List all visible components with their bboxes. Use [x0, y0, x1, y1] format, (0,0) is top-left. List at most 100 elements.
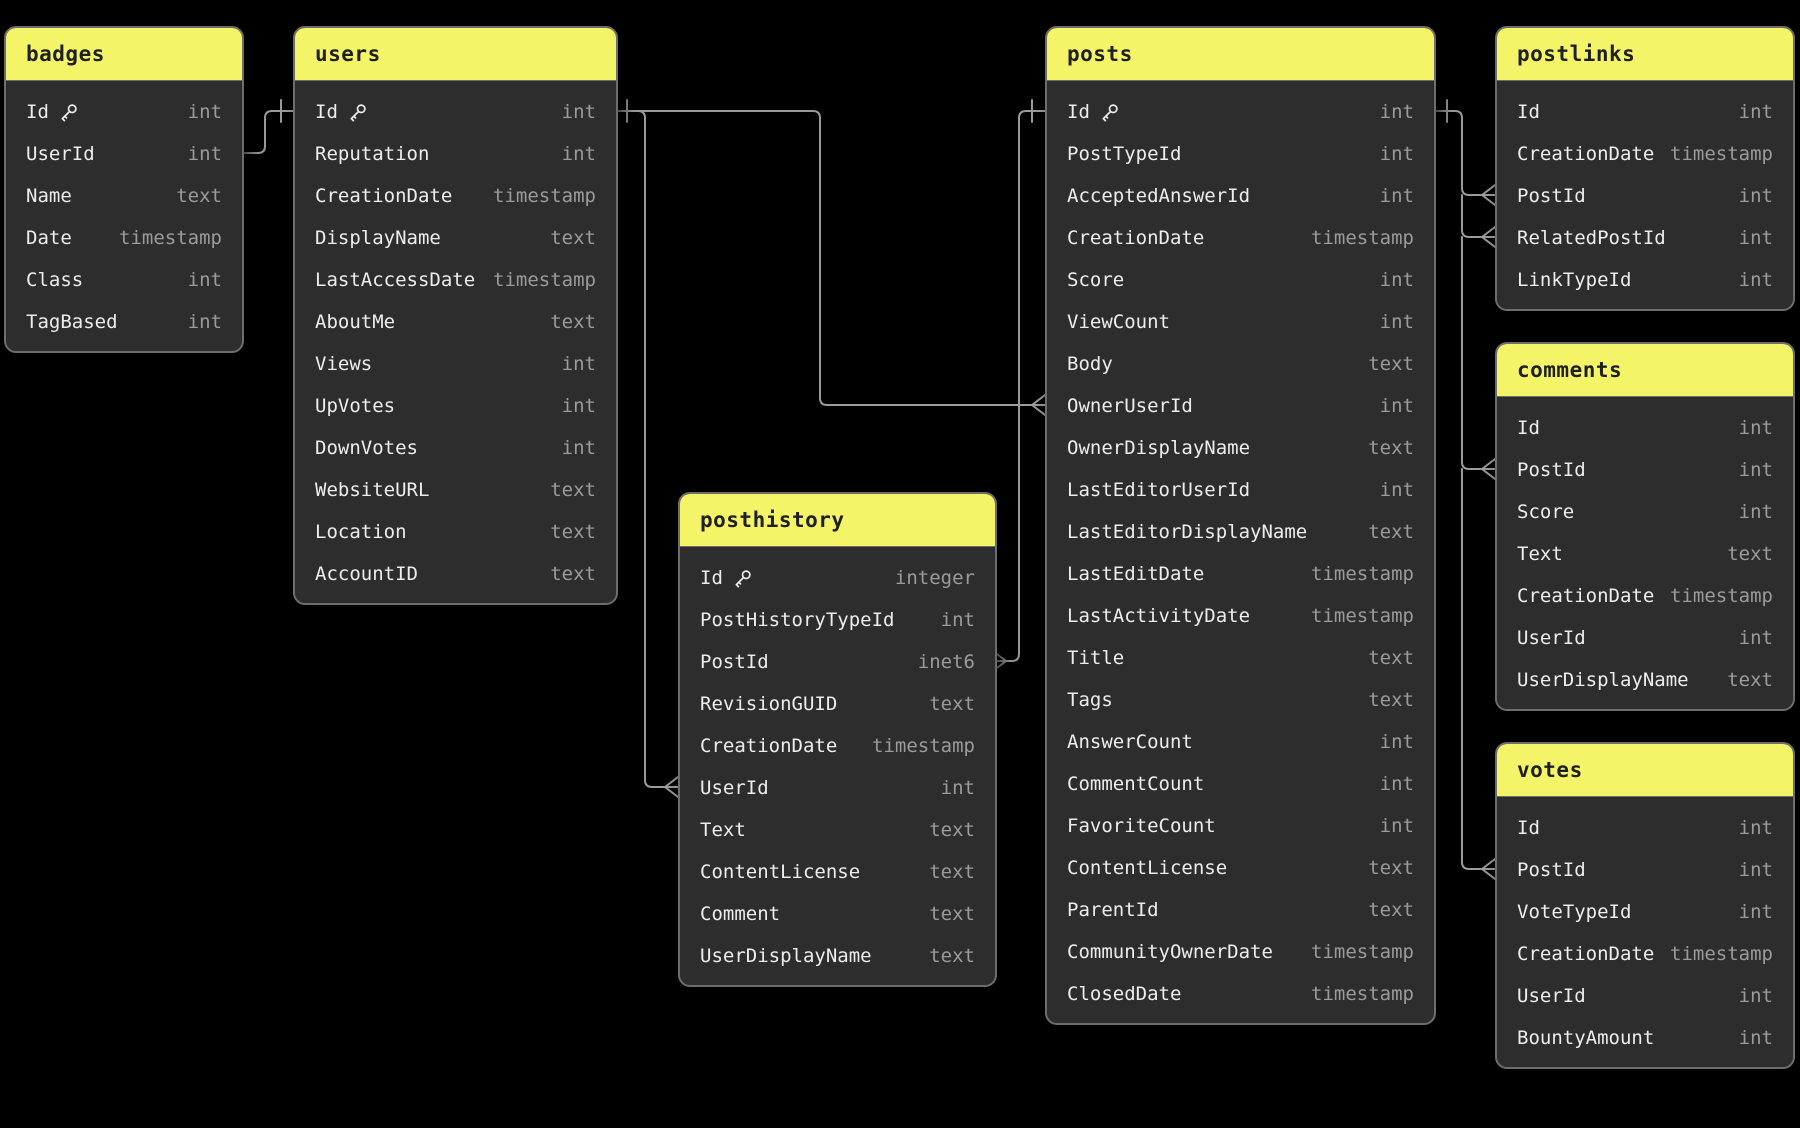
column-type: timestamp [1311, 983, 1414, 1005]
column-name: UserId [1517, 627, 1586, 649]
column-name: PostTypeId [1067, 143, 1181, 165]
column-type: text [1368, 647, 1414, 669]
column-name-text: Name [26, 185, 72, 207]
column-name-text: LastEditorDisplayName [1067, 521, 1308, 543]
column-type: int [1379, 143, 1414, 165]
column-type: int [561, 353, 596, 375]
table-title: votes [1517, 758, 1583, 782]
table-header-votes[interactable]: votes [1497, 744, 1793, 797]
column-type: int [1379, 101, 1414, 123]
column-type: text [1368, 353, 1414, 375]
column-name-text: Comment [700, 903, 781, 925]
cardinality-many-crowfoot [1481, 184, 1496, 206]
column-type: int [1379, 479, 1414, 501]
column-name: BountyAmount [1517, 1027, 1654, 1049]
column-name-text: Body [1067, 353, 1113, 375]
column-name: PostId [1517, 459, 1586, 481]
table-header-users[interactable]: users [295, 28, 616, 81]
column-name: CommentCount [1067, 773, 1204, 795]
column-type: timestamp [1311, 563, 1414, 585]
table-header-postlinks[interactable]: postlinks [1497, 28, 1793, 81]
column-name-text: ParentId [1067, 899, 1159, 921]
column-name-text: Id [315, 101, 338, 123]
column-type: int [1379, 311, 1414, 333]
column-name: CreationDate [700, 735, 837, 757]
column-name: PostId [700, 651, 769, 673]
column-name-text: Views [315, 353, 373, 375]
column-name: Body [1067, 353, 1113, 375]
column-name: Id [1517, 417, 1540, 439]
column-name: LastActivityDate [1067, 605, 1250, 627]
column-name-text: DisplayName [315, 227, 441, 249]
primary-key-icon [61, 103, 77, 121]
column-name-text: Date [26, 227, 72, 249]
primary-key-icon [735, 569, 751, 587]
column-name: Location [315, 521, 407, 543]
table-title: badges [26, 42, 105, 66]
column-type: inet6 [917, 651, 975, 673]
table-header-badges[interactable]: badges [6, 28, 242, 81]
column-type: int [1738, 1027, 1773, 1049]
column-name-text: CommunityOwnerDate [1067, 941, 1273, 963]
column-name: AcceptedAnswerId [1067, 185, 1250, 207]
column-type: timestamp [493, 185, 596, 207]
table-header-posts[interactable]: posts [1047, 28, 1434, 81]
table-header-comments[interactable]: comments [1497, 344, 1793, 397]
column-type: text [550, 479, 596, 501]
relationship-line [1461, 194, 1483, 238]
column-name: ContentLicense [700, 861, 860, 883]
table-header-posthistory[interactable]: posthistory [680, 494, 995, 547]
column-name: ViewCount [1067, 311, 1170, 333]
column-name: CreationDate [315, 185, 452, 207]
column-name-text: UserId [1517, 627, 1586, 649]
column-type: timestamp [1311, 227, 1414, 249]
column-name: LastEditorUserId [1067, 479, 1250, 501]
table-title: postlinks [1517, 42, 1636, 66]
column-name: UserId [700, 777, 769, 799]
column-name: Views [315, 353, 372, 375]
column-type: int [1738, 985, 1773, 1007]
column-type: int [1379, 731, 1414, 753]
column-name-text: LinkTypeId [1517, 269, 1632, 291]
column-name-text: UserId [26, 143, 95, 165]
relationship-line [239, 110, 294, 154]
column-type: text [1727, 543, 1773, 565]
column-name-text: Score [1067, 269, 1125, 291]
column-row: CreationDate timestamp [295, 175, 616, 217]
relationship-line [1005, 110, 1046, 662]
column-name-text: BountyAmount [1517, 1027, 1655, 1049]
column-name: OwnerDisplayName [1067, 437, 1250, 459]
column-type: text [929, 945, 975, 967]
table-title: posthistory [700, 508, 845, 532]
column-name-text: Tags [1067, 689, 1113, 711]
column-type: timestamp [1670, 585, 1773, 607]
column-type: int [1738, 501, 1773, 523]
column-name-text: PostTypeId [1067, 143, 1182, 165]
column-row: Views int [295, 343, 616, 385]
column-name: PostId [1517, 859, 1586, 881]
column-name-text: ViewCount [1067, 311, 1170, 333]
